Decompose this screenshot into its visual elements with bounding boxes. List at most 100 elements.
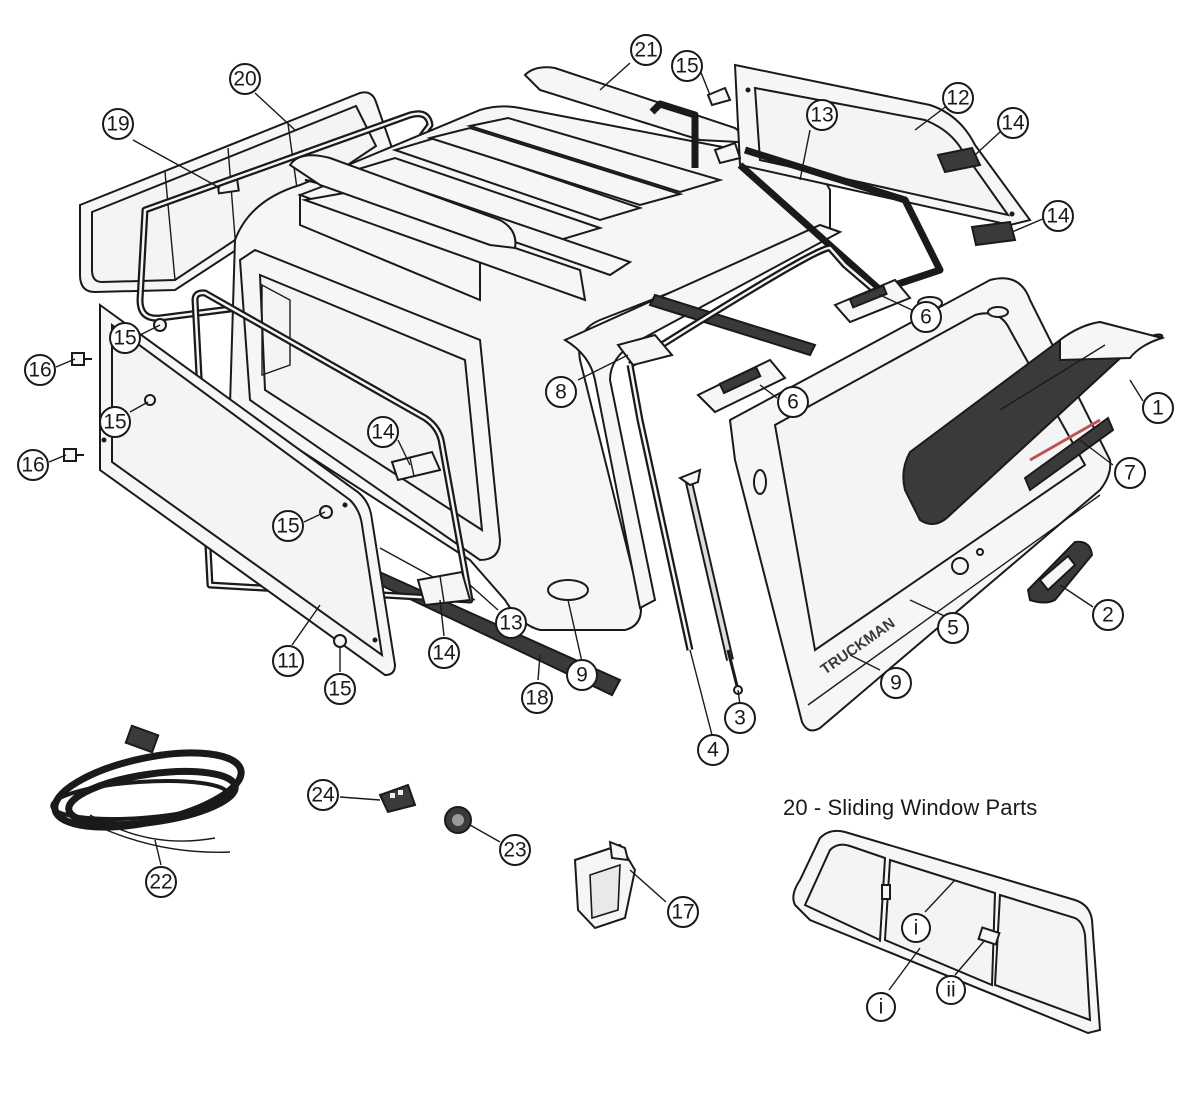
callout-18: 18 xyxy=(521,682,553,714)
callout-14b: 14 xyxy=(1042,200,1074,232)
callout-4: 4 xyxy=(697,734,729,766)
callout-5: 5 xyxy=(937,612,969,644)
svg-text:13: 13 xyxy=(499,612,522,635)
callout-i-lower: i xyxy=(866,992,896,1022)
svg-text:8: 8 xyxy=(555,381,567,404)
fastener-16b xyxy=(63,448,84,462)
callout-22: 22 xyxy=(145,866,177,898)
svg-text:9: 9 xyxy=(576,664,588,687)
svg-text:15: 15 xyxy=(675,55,698,78)
callout-8: 8 xyxy=(545,376,577,408)
svg-text:15: 15 xyxy=(276,515,299,538)
brake-light xyxy=(1023,416,1115,492)
svg-text:20: 20 xyxy=(233,68,256,91)
svg-text:2: 2 xyxy=(1102,604,1114,627)
callout-6a: 6 xyxy=(910,301,942,333)
side-window-seal xyxy=(191,289,474,604)
callout-17: 17 xyxy=(667,896,699,928)
callout-9b: 9 xyxy=(880,667,912,699)
callout-12: 12 xyxy=(942,82,974,114)
roof-clip-mid xyxy=(713,141,742,165)
callout-1: 1 xyxy=(1142,392,1174,424)
bracket-clip xyxy=(573,840,637,930)
callout-15a: 15 xyxy=(671,50,703,82)
svg-text:18: 18 xyxy=(525,687,548,710)
fastener-16a xyxy=(71,352,92,366)
svg-text:14: 14 xyxy=(1001,112,1025,135)
svg-text:ii: ii xyxy=(946,979,955,1002)
svg-text:6: 6 xyxy=(920,306,932,329)
svg-text:22: 22 xyxy=(149,871,172,894)
callout-9a: 9 xyxy=(566,659,598,691)
svg-text:1: 1 xyxy=(1152,397,1164,420)
door-hinge-left xyxy=(696,358,787,414)
svg-text:12: 12 xyxy=(946,87,969,110)
callout-20: 20 xyxy=(229,63,261,95)
door-hinge-right xyxy=(833,278,912,324)
callout-24: 24 xyxy=(307,779,339,811)
roof-clip-top xyxy=(706,86,732,107)
svg-text:17: 17 xyxy=(671,901,694,924)
side-window-glass xyxy=(99,303,397,677)
leader-lines xyxy=(48,62,1144,991)
grommet xyxy=(444,806,472,834)
callout-6b: 6 xyxy=(777,386,809,418)
svg-text:4: 4 xyxy=(707,739,719,762)
callout-16a: 16 xyxy=(24,354,56,386)
sliding-window-inset xyxy=(792,829,1102,1035)
callout-11: 11 xyxy=(272,645,304,677)
callout-15b: 15 xyxy=(109,322,141,354)
callout-7: 7 xyxy=(1114,457,1146,489)
callout-16b: 16 xyxy=(17,449,49,481)
callout-3: 3 xyxy=(724,702,756,734)
callout-15e: 15 xyxy=(324,673,356,705)
svg-text:24: 24 xyxy=(311,784,335,807)
svg-text:16: 16 xyxy=(21,454,44,477)
svg-text:23: 23 xyxy=(503,839,526,862)
door-handle xyxy=(1026,540,1094,604)
callout-2: 2 xyxy=(1092,599,1124,631)
rear-hinge-bottom xyxy=(970,220,1017,247)
callout-15d: 15 xyxy=(272,510,304,542)
callout-14a: 14 xyxy=(997,107,1029,139)
side-hinge-lower xyxy=(416,570,472,607)
door-frame-strip xyxy=(677,468,702,487)
callout-21: 21 xyxy=(630,34,662,66)
connector-plug xyxy=(378,783,417,814)
svg-text:14: 14 xyxy=(432,642,456,665)
callout-14c: 14 xyxy=(367,416,399,448)
svg-text:15: 15 xyxy=(103,411,126,434)
svg-text:14: 14 xyxy=(1046,205,1070,228)
svg-text:13: 13 xyxy=(810,104,833,127)
callout-13a: 13 xyxy=(806,99,838,131)
side-hinge-upper xyxy=(390,450,442,482)
canopy-shell xyxy=(228,105,843,631)
callout-19: 19 xyxy=(102,108,134,140)
svg-text:7: 7 xyxy=(1124,462,1136,485)
callout-15c: 15 xyxy=(99,406,131,438)
svg-text:15: 15 xyxy=(328,678,351,701)
svg-text:6: 6 xyxy=(787,391,799,414)
callout-i-upper: i xyxy=(901,913,931,943)
svg-text:15: 15 xyxy=(113,327,136,350)
callout-23: 23 xyxy=(499,834,531,866)
gas-strut xyxy=(684,477,743,695)
svg-text:14: 14 xyxy=(371,421,395,444)
rear-hinge-top xyxy=(936,146,982,174)
svg-text:16: 16 xyxy=(28,359,51,382)
svg-text:19: 19 xyxy=(106,113,129,136)
svg-text:11: 11 xyxy=(277,650,299,673)
wiring-harness xyxy=(50,724,245,853)
svg-text:9: 9 xyxy=(890,672,902,695)
callout-ii: ii xyxy=(936,975,966,1005)
rear-spoiler xyxy=(902,320,1166,525)
callout-13b: 13 xyxy=(495,607,527,639)
svg-text:i: i xyxy=(879,996,884,1019)
inset-title: 20 - Sliding Window Parts xyxy=(783,795,1038,820)
svg-text:21: 21 xyxy=(634,39,657,62)
rear-door-seal xyxy=(616,244,883,651)
callout-14d: 14 xyxy=(428,637,460,669)
svg-text:3: 3 xyxy=(734,707,746,730)
svg-text:i: i xyxy=(914,917,919,940)
